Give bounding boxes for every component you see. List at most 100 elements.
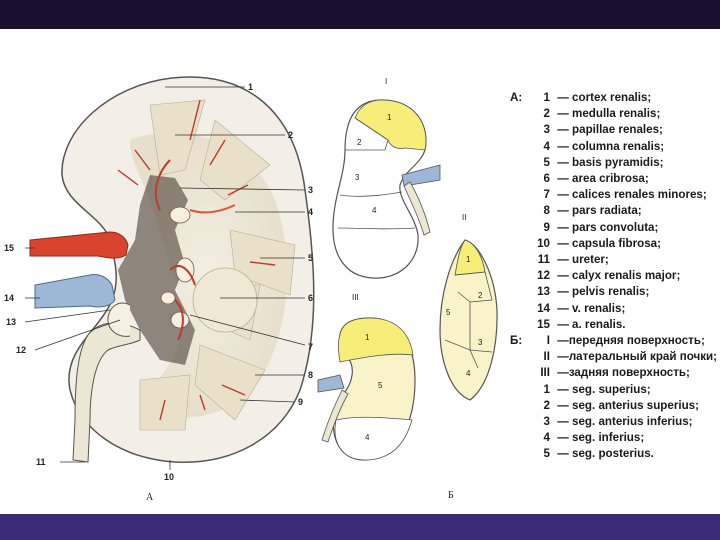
view-II-seg-label-5: 5 xyxy=(446,308,451,317)
legend-heading: А: xyxy=(510,91,523,104)
legend-text: — pelvis renalis; xyxy=(554,285,650,299)
legend-text: — seg. superius; xyxy=(554,382,651,396)
main-label-5: 5 xyxy=(308,253,313,263)
legend-item-a: 8 — pars radiata; xyxy=(510,203,720,219)
view-II-seg-label-1: 1 xyxy=(466,255,471,264)
legend-number: 8 xyxy=(543,204,550,218)
legend-number: II xyxy=(543,350,550,364)
legend-number: 4 xyxy=(543,139,550,153)
leader-lines xyxy=(24,86,306,470)
main-kidney xyxy=(29,76,315,463)
view-I-seg-label-4: 4 xyxy=(372,206,377,215)
legend-item-a: 12 — calyx renalis major; xyxy=(510,268,720,284)
view-I-seg1 xyxy=(354,99,427,151)
view-III-seg-label-1: 1 xyxy=(365,333,370,342)
top-bar xyxy=(0,0,720,29)
legend-item-seg: 5 — seg. posterius. xyxy=(510,446,720,462)
legend-number: 11 xyxy=(537,253,550,267)
main-caption: А xyxy=(146,492,154,503)
legend-item-a: 5 — basis pyramidis; xyxy=(510,155,720,171)
view-III-seg1 xyxy=(338,317,414,363)
legend-item-seg: 3 — seg. anterius inferius; xyxy=(510,414,720,430)
view-I-seg-label-3: 3 xyxy=(355,173,360,182)
legend-text: — a. renalis. xyxy=(554,317,626,331)
legend-item-a: 14 — v. renalis; xyxy=(510,301,720,317)
legend-number: 5 xyxy=(543,155,550,169)
renal-artery xyxy=(29,231,129,259)
legend-text: — ureter; xyxy=(554,253,609,267)
renal-vein xyxy=(34,274,116,309)
view-III-roman: III xyxy=(352,293,359,302)
bottom-bar xyxy=(0,514,720,540)
main-label-15: 15 xyxy=(4,243,14,253)
main-label-8: 8 xyxy=(308,370,313,380)
legend-text: — columna renalis; xyxy=(554,139,665,153)
legend: А: 1 — cortex renalis; 2 — medulla renalis… xyxy=(510,90,720,463)
main-label-14: 14 xyxy=(4,293,14,303)
kidney-figure: 1 2 3 4 5 6 7 8 9 10 11 12 13 14 15 А I … xyxy=(4,76,498,503)
legend-text: —латеральный край почки; xyxy=(554,350,718,364)
legend-item-a: 4 — columna renalis; xyxy=(510,139,720,155)
legend-number: 1 xyxy=(543,382,550,396)
legend-item-b: III —задняя поверхность; xyxy=(510,365,720,381)
main-label-11: 11 xyxy=(36,457,46,467)
legend-item-a: 7 — calices renales minores; xyxy=(510,187,720,203)
view-III-seg-label-4: 4 xyxy=(365,433,370,442)
legend-number: 9 xyxy=(543,220,550,234)
view-III-vessels xyxy=(317,374,345,393)
legend-item-seg: 1 — seg. superius; xyxy=(510,382,720,398)
main-label-10: 10 xyxy=(164,472,174,482)
view-III-seg-label-5: 5 xyxy=(378,381,383,390)
views-caption: Б xyxy=(448,490,454,501)
main-label-6: 6 xyxy=(308,293,313,303)
legend-item-seg: 4 — seg. inferius; xyxy=(510,430,720,446)
main-label-1: 1 xyxy=(248,82,253,92)
view-II: II 1 2 3 4 5 xyxy=(439,213,498,401)
main-label-4: 4 xyxy=(308,207,313,217)
legend-text: — seg. anterius superius; xyxy=(554,398,699,412)
legend-number: 3 xyxy=(543,415,550,429)
legend-item-a: 10 — capsula fibrosa; xyxy=(510,236,720,252)
legend-text: — area cribrosa; xyxy=(554,172,649,186)
legend-item-b: Б: I —передняя поверхность; xyxy=(510,333,720,349)
legend-number: 10 xyxy=(537,236,550,250)
main-labels: 1 2 3 4 5 6 7 8 9 10 11 12 13 14 15 xyxy=(4,82,313,482)
main-label-3: 3 xyxy=(308,185,313,195)
view-I-roman: I xyxy=(385,77,387,86)
view-II-seg-label-3: 3 xyxy=(478,338,483,347)
main-label-9: 9 xyxy=(298,397,303,407)
legend-item-b: II —латеральный край почки; xyxy=(510,349,720,365)
legend-number: 3 xyxy=(543,123,550,137)
legend-item-seg: 2 — seg. anterius superius; xyxy=(510,398,720,414)
legend-text: — capsula fibrosa; xyxy=(554,236,661,250)
legend-text: — seg. anterius inferius; xyxy=(554,415,693,429)
legend-number: 6 xyxy=(543,172,550,186)
legend-text: — medulla renalis; xyxy=(554,107,661,121)
legend-text: — pars radiata; xyxy=(554,204,642,218)
legend-item-a: 15 — a. renalis. xyxy=(510,317,720,333)
legend-number: 2 xyxy=(543,398,550,412)
view-I-vessels xyxy=(401,164,441,187)
legend-text: — seg. inferius; xyxy=(554,431,645,445)
view-II-seg-label-4: 4 xyxy=(466,369,471,378)
legend-item-a: 13 — pelvis renalis; xyxy=(510,284,720,300)
legend-number: 2 xyxy=(543,107,550,121)
legend-heading: Б: xyxy=(510,334,523,348)
legend-number: 5 xyxy=(543,447,550,461)
legend-number: 14 xyxy=(537,301,550,315)
legend-text: —передняя поверхность; xyxy=(554,334,705,348)
main-label-12: 12 xyxy=(16,345,26,355)
legend-number: 15 xyxy=(537,317,550,331)
view-I-seg-label-2: 2 xyxy=(357,138,362,147)
legend-number: 12 xyxy=(537,269,550,283)
view-II-outline xyxy=(439,239,498,401)
legend-text: —задняя поверхность; xyxy=(554,366,690,380)
legend-number: 13 xyxy=(537,285,550,299)
main-label-7: 7 xyxy=(308,342,313,352)
legend-item-a: 2 — medulla renalis; xyxy=(510,106,720,122)
legend-text: — cortex renalis; xyxy=(554,91,652,104)
view-I-seg-label-1: 1 xyxy=(387,113,392,122)
sinus-vessels xyxy=(154,159,236,341)
legend-item-a: 11 — ureter; xyxy=(510,252,720,268)
legend-number: I xyxy=(546,334,550,348)
